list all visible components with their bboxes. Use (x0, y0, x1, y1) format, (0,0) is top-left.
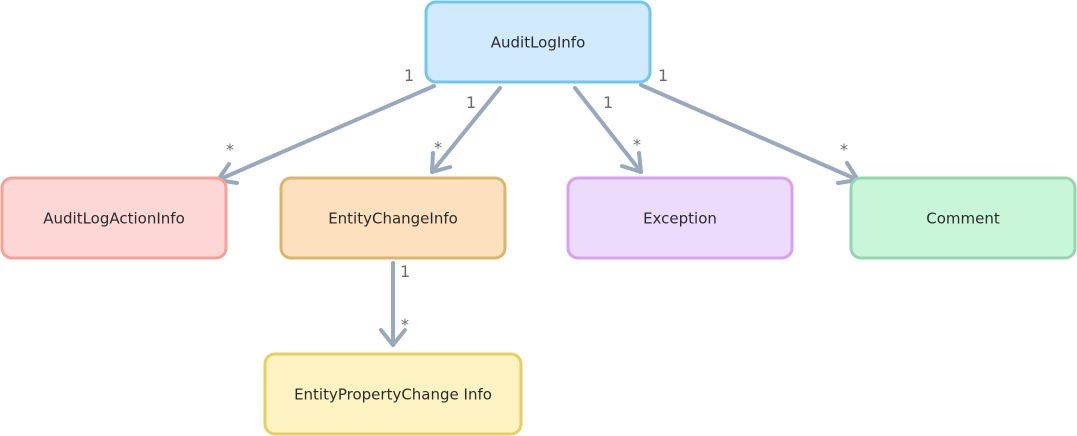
multiplicity-target-property-change: * (401, 315, 409, 334)
multiplicity-target-entity-change: * (434, 138, 442, 157)
edge-auditloginfo-to-comment (639, 83, 860, 185)
node-auditlogactioninfo-label: AuditLogActionInfo (43, 210, 185, 228)
edge-entitychangeinfo-to-entitypropertychangeinfo (379, 261, 407, 347)
node-auditloginfo-label: AuditLogInfo (491, 34, 586, 52)
multiplicity-target-action: * (226, 140, 234, 159)
multiplicity-source-comment: 1 (658, 66, 668, 85)
node-exception[interactable]: Exception (566, 176, 794, 260)
multiplicity-source-action: 1 (404, 66, 414, 85)
node-auditlogactioninfo-box (0, 176, 228, 260)
edge-auditloginfo-to-entitychangeinfo (430, 86, 502, 174)
node-auditloginfo-box (424, 0, 652, 84)
node-comment-box (849, 176, 1077, 260)
node-comment-label: Comment (926, 210, 1000, 228)
edge-auditloginfo-to-exception (573, 86, 643, 174)
multiplicity-target-comment: * (840, 140, 848, 159)
node-entitypropertychangeinfo-box (263, 352, 523, 436)
node-exception-box (566, 176, 794, 260)
edge-auditloginfo-to-auditlogactioninfo (216, 84, 436, 185)
node-entitychangeinfo[interactable]: EntityChangeInfo (279, 176, 507, 260)
node-auditlogactioninfo[interactable]: AuditLogActionInfo (0, 176, 228, 260)
node-entitypropertychangeinfo[interactable]: EntityPropertyChange Info (263, 352, 523, 436)
multiplicity-target-exception: * (633, 135, 641, 154)
node-entitychangeinfo-box (279, 176, 507, 260)
node-comment[interactable]: Comment (849, 176, 1077, 260)
node-auditloginfo[interactable]: AuditLogInfo (424, 0, 652, 84)
multiplicity-source-property-change: 1 (400, 262, 410, 281)
node-entitypropertychangeinfo-label: EntityPropertyChange Info (294, 386, 492, 404)
multiplicity-source-entity-change: 1 (466, 93, 476, 112)
multiplicity-source-exception: 1 (603, 93, 613, 112)
node-exception-label: Exception (643, 210, 717, 228)
node-entitychangeinfo-label: EntityChangeInfo (328, 210, 458, 228)
